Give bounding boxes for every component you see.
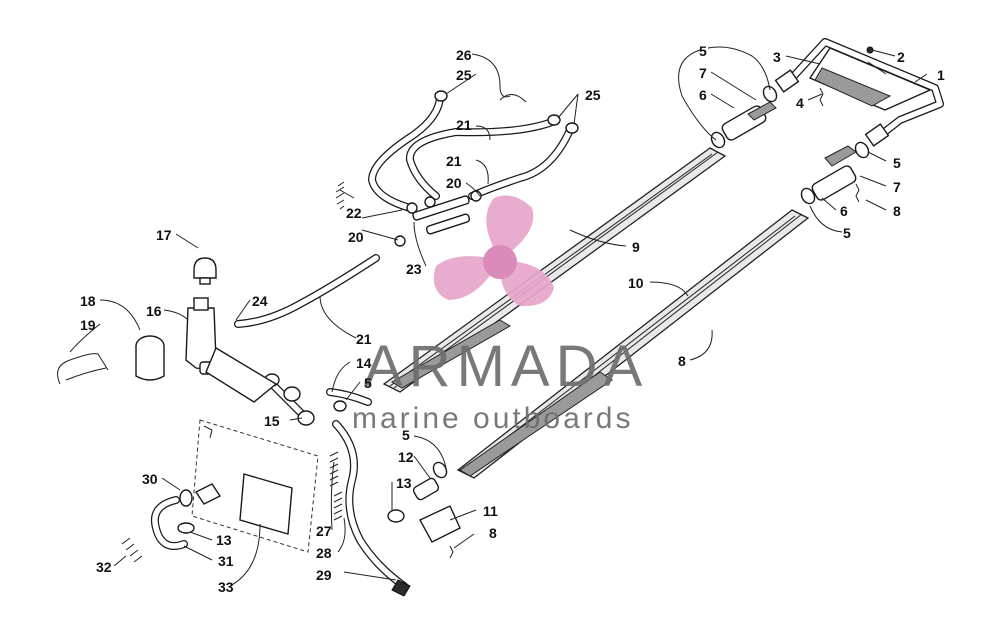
callout-25a: 25 — [456, 67, 472, 83]
callout-21a: 21 — [456, 117, 472, 133]
bracket-plate-33 — [191, 419, 343, 553]
upper-hose-assembly — [234, 90, 579, 328]
callout-7a: 7 — [699, 65, 707, 81]
callout-7b: 7 — [893, 179, 901, 195]
callout-21b: 21 — [446, 153, 462, 169]
callout-25b: 25 — [585, 87, 601, 103]
callout-20a: 20 — [446, 175, 462, 191]
callout-17: 17 — [156, 227, 172, 243]
callout-31: 31 — [218, 553, 234, 569]
callout-10: 10 — [628, 275, 644, 291]
callout-numbers: 1 2 3 4 5 5 5 5 5 6 6 7 7 8 8 8 9 10 11 … — [80, 43, 945, 595]
front-heat-exchanger — [774, 38, 944, 147]
callout-29: 29 — [316, 567, 332, 583]
callout-16: 16 — [146, 303, 162, 319]
callout-8c: 8 — [489, 525, 497, 541]
callout-5b: 5 — [893, 155, 901, 171]
callout-14: 14 — [356, 355, 372, 371]
callout-6a: 6 — [699, 87, 707, 103]
callout-22: 22 — [346, 205, 362, 221]
watermark: ARMADA marine outboards — [352, 195, 648, 435]
callout-11: 11 — [483, 503, 498, 519]
callout-5a: 5 — [699, 43, 707, 59]
callout-23: 23 — [406, 261, 422, 277]
callout-15: 15 — [264, 413, 280, 429]
callout-24: 24 — [252, 293, 268, 309]
callout-19: 19 — [80, 317, 96, 333]
propeller-blade-left — [433, 256, 500, 300]
coolant-reservoir — [57, 257, 223, 385]
callout-30: 30 — [142, 471, 158, 487]
callout-21c: 21 — [356, 331, 372, 347]
propeller-logo — [433, 195, 554, 307]
callout-13a: 13 — [396, 475, 412, 491]
callout-13b: 13 — [216, 532, 232, 548]
callout-12: 12 — [398, 449, 414, 465]
watermark-tagline: marine outboards — [352, 402, 633, 435]
callout-8b: 8 — [678, 353, 686, 369]
callout-28: 28 — [316, 545, 332, 561]
coupler-12-13 — [387, 461, 461, 559]
callout-2: 2 — [897, 49, 905, 65]
heat-exchanger-rail-10 — [456, 209, 810, 479]
propeller-blade-top — [486, 195, 534, 260]
lower-hose-assembly — [205, 346, 411, 597]
callout-33: 33 — [218, 579, 234, 595]
heat-exchanger-rail-9 — [382, 147, 727, 393]
callout-18: 18 — [80, 293, 96, 309]
callout-5d: 5 — [364, 375, 372, 391]
callout-27: 27 — [316, 523, 332, 539]
hose-group-30-32 — [121, 483, 222, 563]
coupler-6-upper — [710, 85, 778, 149]
callout-6b: 6 — [840, 203, 848, 219]
callout-32: 32 — [96, 559, 112, 575]
callout-3: 3 — [773, 49, 781, 65]
callout-5c: 5 — [843, 225, 851, 241]
callout-26: 26 — [456, 47, 472, 63]
callout-9: 9 — [632, 239, 640, 255]
coupler-6-lower — [800, 141, 870, 205]
callout-1: 1 — [937, 67, 945, 83]
propeller-hub — [483, 245, 517, 279]
callout-8a: 8 — [893, 203, 901, 219]
watermark-brand: ARMADA — [364, 334, 648, 399]
callout-20b: 20 — [348, 229, 364, 245]
leader-lines — [69, 46, 928, 587]
callout-5e: 5 — [402, 427, 410, 443]
callout-4: 4 — [796, 95, 804, 111]
